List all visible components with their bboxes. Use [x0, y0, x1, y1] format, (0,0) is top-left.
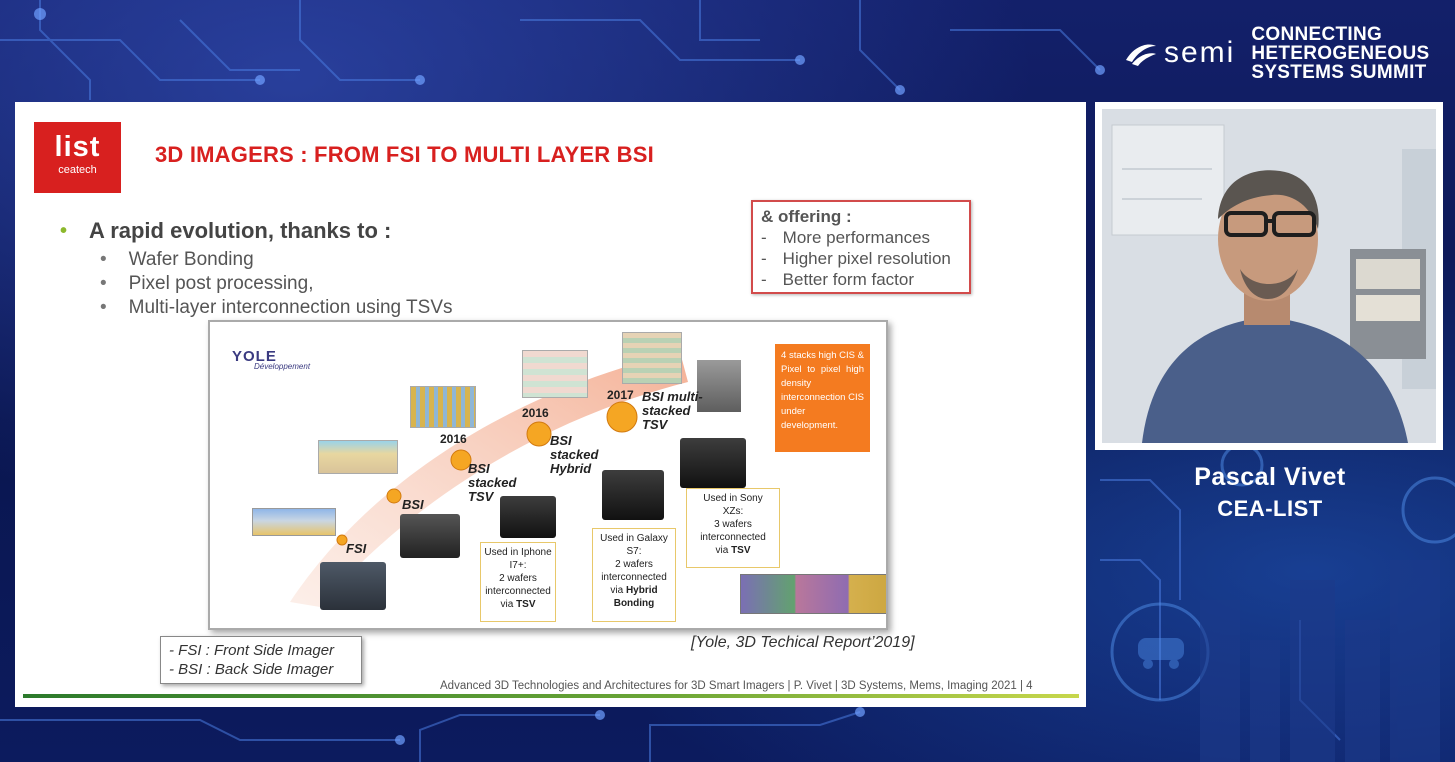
bsi-multistack-cross-section-image	[622, 332, 682, 384]
galaxy-sensor-image	[602, 470, 664, 520]
bsi-stacked-cross-section-image	[410, 386, 476, 428]
stage-label-bsi-stacked-hybrid: BSI stacked Hybrid	[550, 433, 599, 476]
usage-box-sony: Used in Sony XZs: 3 wafers interconnecte…	[686, 488, 780, 568]
iphone-sensor-image	[500, 496, 556, 538]
summit-title: CONNECTING HETEROGENEOUS SYSTEMS SUMMIT	[1251, 25, 1429, 82]
sony-sensor-image	[680, 438, 746, 488]
speaker-video-frame	[1102, 109, 1436, 443]
offering-item: -Higher pixel resolution	[761, 249, 951, 268]
offering-item: -Better form factor	[761, 270, 914, 289]
usage-line: 2 wafers	[499, 573, 537, 584]
bullet-dot-icon: •	[60, 219, 68, 242]
figure-caption: [Yole, 3D Techical Report’2019]	[691, 634, 915, 651]
sub-bullet-text: Multi-layer interconnection using TSVs	[128, 297, 453, 318]
semi-logo-text: semi	[1164, 36, 1236, 69]
sub-bullet: • Multi-layer interconnection using TSVs	[100, 296, 453, 320]
fsi-package-image	[320, 562, 386, 610]
bullet-dot-icon: •	[100, 273, 107, 294]
semi-logo: semi	[1124, 36, 1235, 70]
usage-line: XZs:	[722, 506, 744, 517]
speaker-organization: CEA-LIST	[1217, 496, 1323, 521]
speaker-video	[1095, 102, 1443, 450]
semi-swoosh-icon	[1126, 44, 1156, 66]
sub-bullet-list: • Wafer Bonding • Pixel post processing, •…	[100, 248, 453, 320]
offering-title: & offering :	[761, 207, 852, 226]
main-bullet: • A rapid evolution, thanks to :	[60, 218, 391, 244]
presentation-slide: list ceatech 3D IMAGERS : FROM FSI TO MU…	[15, 102, 1086, 707]
year-label: 2016	[440, 432, 467, 446]
event-branding: semi CONNECTING HETEROGENEOUS SYSTEMS SU…	[1124, 22, 1449, 84]
yole-logo: YOLE Développement	[232, 348, 310, 371]
usage-box-galaxy: Used in Galaxy S7: 2 wafers interconnect…	[592, 528, 676, 622]
usage-line: via	[715, 545, 729, 556]
bsi-package-image	[400, 514, 460, 558]
main-bullet-text: A rapid evolution, thanks to :	[89, 218, 392, 243]
bsi-cross-section-image	[318, 440, 398, 474]
usage-method: TSV	[731, 545, 751, 556]
summit-line: SYSTEMS SUMMIT	[1251, 61, 1427, 83]
yole-logo-sub: Développement	[254, 362, 311, 371]
sem-image	[697, 360, 741, 412]
usage-line: I7+:	[509, 560, 527, 571]
year-label: 2016	[522, 406, 549, 420]
offering-item: -More performances	[761, 228, 931, 247]
usage-line: Used in Iphone	[484, 547, 552, 558]
fsi-cross-section-image	[252, 508, 336, 536]
micrograph-strip-image	[740, 574, 886, 614]
legend-line: - BSI : Back Side Imager	[169, 661, 334, 678]
stage-label-bsi-stacked-tsv: BSI stacked TSV	[468, 461, 517, 504]
usage-box-iphone: Used in Iphone I7+: 2 wafers interconnec…	[480, 542, 556, 622]
sub-bullet-text: Wafer Bonding	[128, 249, 254, 270]
list-cea-logo: list ceatech	[34, 122, 121, 193]
offering-item-text: Higher pixel resolution	[782, 249, 951, 268]
offering-item-text: More performances	[782, 228, 931, 247]
usage-line: interconnected	[601, 572, 667, 583]
usage-line: interconnected	[485, 586, 551, 597]
legend-line: - FSI : Front Side Imager	[169, 642, 335, 659]
stage-label-bsi-multistacked-tsv: BSI multi-stacked TSV	[642, 389, 703, 432]
usage-method: Hybrid Bonding	[613, 585, 658, 609]
usage-line: S7:	[626, 546, 642, 557]
stage-label-bsi: BSI	[402, 497, 424, 512]
slide-title: 3D IMAGERS : FROM FSI TO MULTI LAYER BSI	[155, 142, 654, 167]
development-note: 4 stacks high CIS & Pixel to pixel high …	[775, 344, 870, 452]
yole-logo-text: YOLE	[232, 348, 277, 365]
usage-line: interconnected	[700, 532, 766, 543]
usage-line: via	[610, 585, 624, 596]
sub-bullet: • Pixel post processing,	[100, 272, 453, 296]
footer-bar	[23, 694, 1079, 698]
stage-label-fsi: FSI	[346, 541, 367, 556]
usage-line: Used in Sony	[703, 493, 763, 504]
offering-item-text: Better form factor	[782, 270, 914, 289]
summit-line: HETEROGENEOUS	[1251, 42, 1430, 64]
sub-bullet: • Wafer Bonding	[100, 248, 453, 272]
bullet-dot-icon: •	[100, 249, 107, 270]
year-label: 2017	[607, 388, 634, 402]
speaker-name: Pascal Vivet	[1194, 463, 1346, 491]
logo-main-text: list	[54, 131, 101, 163]
logo-sub-text: ceatech	[58, 164, 97, 176]
bullet-dot-icon: •	[100, 297, 107, 318]
usage-line: 2 wafers	[615, 559, 653, 570]
usage-method: TSV	[516, 599, 536, 610]
summit-line: CONNECTING	[1251, 23, 1383, 45]
imager-evolution-figure: YOLE Développement FSI BSI BSI stacked T…	[208, 320, 888, 630]
offering-box: & offering : -More performances -Higher …	[751, 200, 971, 294]
sub-bullet-text: Pixel post processing,	[128, 273, 314, 294]
speaker-illustration	[1102, 109, 1436, 443]
slide-footer: Advanced 3D Technologies and Architectur…	[440, 680, 1033, 692]
usage-line: 3 wafers	[714, 519, 752, 530]
usage-line: Used in Galaxy	[600, 533, 668, 544]
usage-line: via	[500, 599, 514, 610]
bsi-hybrid-cross-section-image	[522, 350, 588, 398]
acronym-legend: - FSI : Front Side Imager - BSI : Back S…	[160, 636, 362, 684]
